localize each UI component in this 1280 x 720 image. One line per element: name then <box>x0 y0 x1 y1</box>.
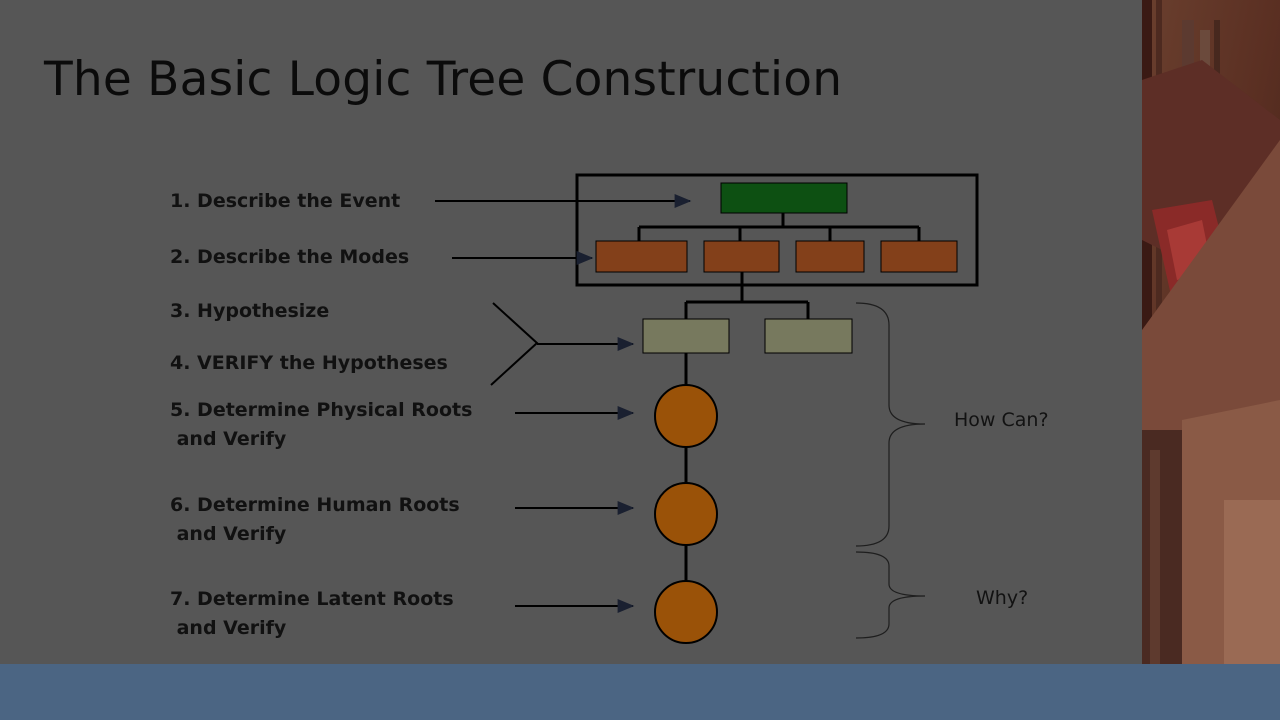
step-2-label: 2. Describe the Modes <box>170 246 410 268</box>
slide-title: The Basic Logic Tree Construction <box>44 52 843 107</box>
human-root-circle <box>654 482 718 546</box>
event-box <box>720 182 848 214</box>
step-3-4-merge-lines <box>490 302 539 386</box>
step-3-label: 3. Hypothesize <box>170 300 330 322</box>
mode-box-3 <box>795 240 865 273</box>
footer-bar <box>0 664 1280 720</box>
hypothesis-box-2 <box>764 318 853 354</box>
latent-root-circle <box>654 580 718 644</box>
side-photo <box>1142 0 1280 664</box>
tree-connectors <box>637 213 921 582</box>
why-label: Why? <box>976 587 1029 609</box>
event-modes-frame <box>575 173 979 287</box>
step-7-label: 7. Determine Latent Roots and Verify <box>170 588 454 639</box>
hypothesis-box-1 <box>642 318 730 354</box>
step-4-label: 4. VERIFY the Hypotheses <box>170 352 448 374</box>
step-1-label: 1. Describe the Event <box>170 190 401 212</box>
mode-box-2 <box>703 240 780 273</box>
why-brace <box>855 551 926 639</box>
step-6-label: 6. Determine Human Roots and Verify <box>170 494 460 545</box>
mode-box-1 <box>595 240 688 273</box>
physical-root-circle <box>654 384 718 448</box>
mode-box-4 <box>880 240 958 273</box>
logic-tree-diagram <box>435 173 979 644</box>
step-5-label: 5. Determine Physical Roots and Verify <box>170 399 473 450</box>
slide-canvas <box>0 0 1142 664</box>
how-can-brace <box>855 302 926 547</box>
how-can-label: How Can? <box>954 409 1049 431</box>
